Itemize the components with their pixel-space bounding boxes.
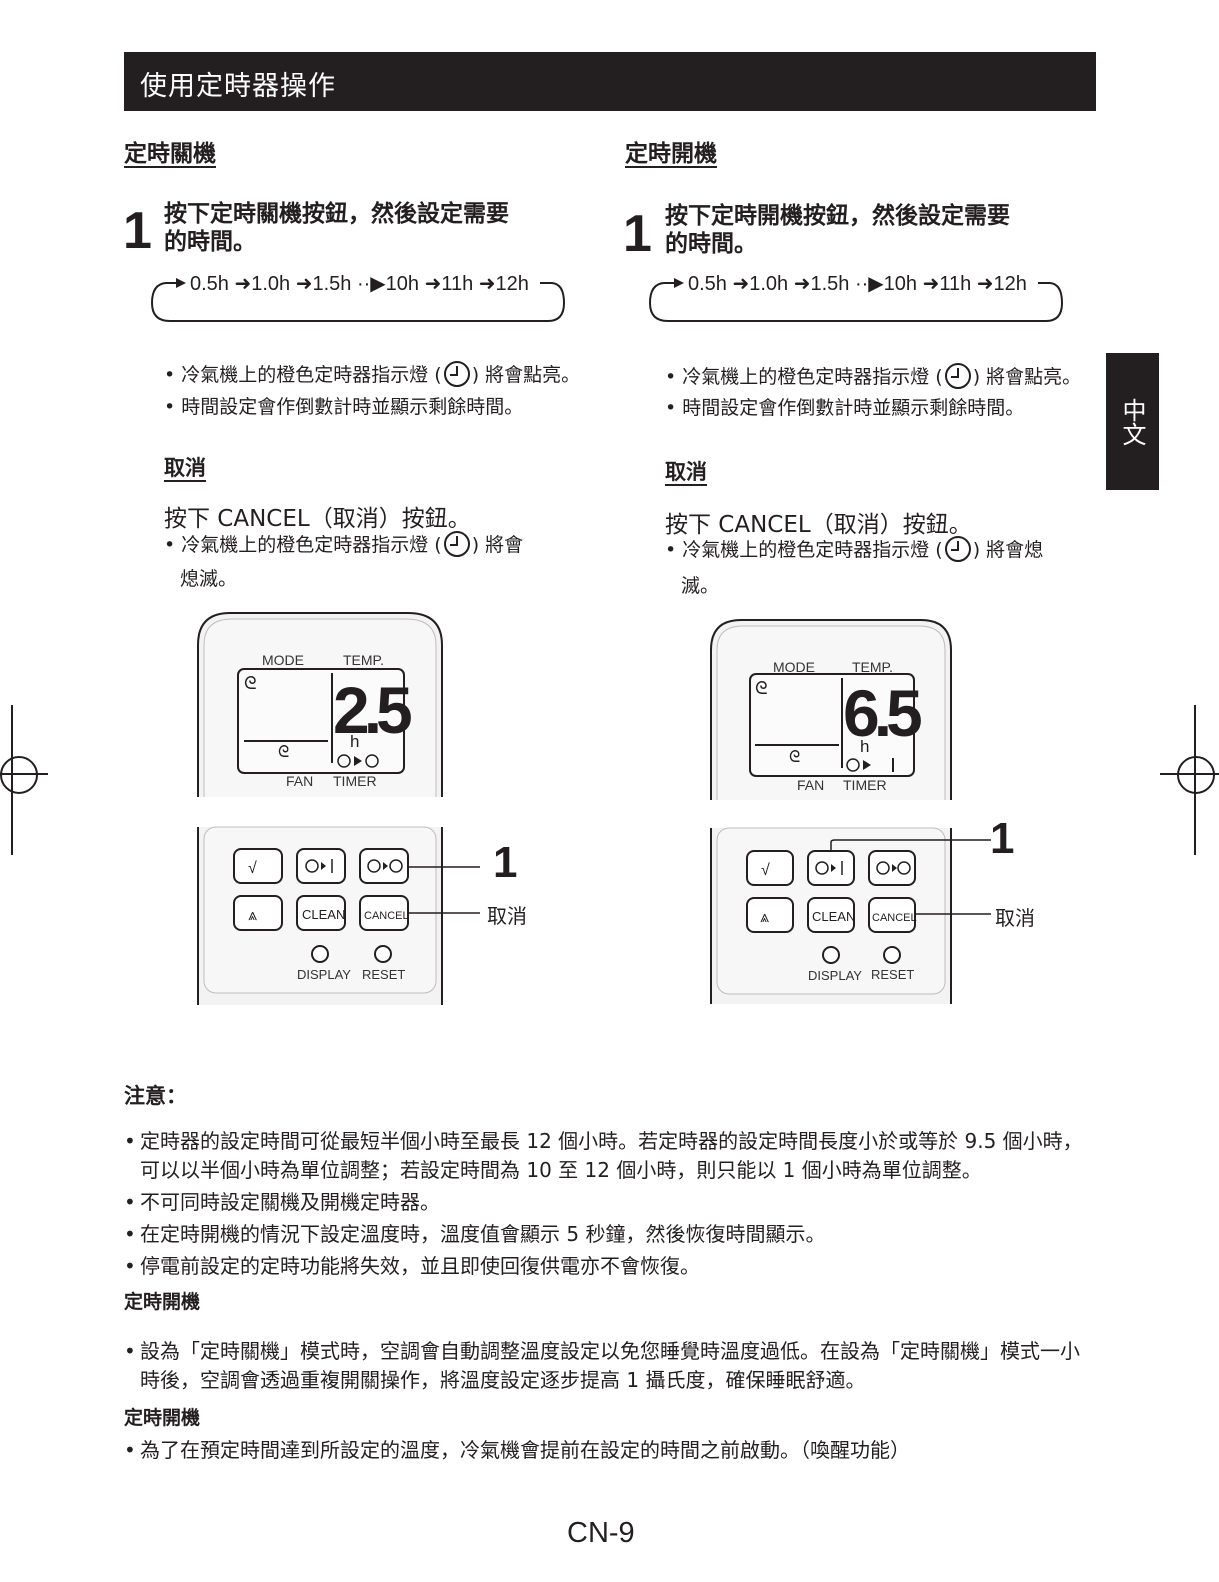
- remote-control-right: MODE TEMP. ᘓ ᘓ 6.5 h FAN TIMER √ ⩓ CLEAN…: [707, 619, 991, 1004]
- step-line-1: 按下定時開機按鈕，然後設定需要: [665, 203, 1010, 229]
- hour-unit: h: [350, 732, 359, 751]
- clean-button-label: CLEAN: [302, 907, 345, 922]
- countdown-note: 時間設定會作倒數計時並顯示剩餘時間。: [164, 392, 523, 422]
- timer-clock-icon: [443, 361, 470, 387]
- mode-label: MODE: [773, 659, 815, 675]
- cancel-indicator-note: 冷氣機上的橙色定時器指示燈 () 將會熄: [665, 535, 1043, 565]
- cancel-note-cont: 滅。: [681, 575, 720, 597]
- temp-label: TEMP.: [852, 659, 893, 675]
- note-item: •為了在預定時間達到所設定的溫度，冷氣機會提前在設定的時間之前啟動。（喚醒功能）: [124, 1438, 910, 1462]
- cancel-button-label: CANCEL: [872, 912, 917, 924]
- remote-control-left: MODE TEMP. ᘓ ᘓ 2.5 h FAN TIMER √ ⩓ CLEAN…: [194, 612, 480, 1005]
- language-tab: 中文: [1106, 353, 1159, 490]
- reset-button-label: RESET: [871, 967, 914, 982]
- note-item: •停電前設定的定時功能將失效，並且即使回復供電亦不會恢復。: [124, 1254, 700, 1278]
- cancel-title: 取消: [665, 460, 707, 484]
- svg-text:ᘓ: ᘓ: [278, 744, 289, 761]
- note-item: •設為「定時關機」模式時，空調會自動調整溫度設定以免您睡覺時溫度過低。在設為「定…: [124, 1339, 1080, 1392]
- timer-on-title: 定時開機: [625, 141, 717, 167]
- svg-text:⩓: ⩓: [760, 909, 769, 926]
- timer-label: TIMER: [333, 773, 377, 789]
- note-item: •在定時開機的情況下設定溫度時，溫度值會顯示 5 秒鐘，然後恢復時間顯示。: [124, 1222, 826, 1246]
- cancel-instruction: 按下 CANCEL（取消）按鈕。: [164, 506, 471, 532]
- notes-list: •定時器的設定時間可從最短半個小時至最長 12 個小時。若定時器的設定時間長度小…: [124, 1127, 1084, 1281]
- cancel-button-label: CANCEL: [364, 910, 409, 922]
- display-button-label: DISPLAY: [808, 968, 862, 983]
- note-item: •定時器的設定時間可從最短半個小時至最長 12 個小時。若定時器的設定時間長度小…: [124, 1129, 1083, 1182]
- cancel-indicator-note: 冷氣機上的橙色定時器指示燈 () 將會: [164, 530, 523, 560]
- countdown-note: 時間設定會作倒數計時並顯示剩餘時間。: [665, 393, 1024, 423]
- timer-sequence-loop: [648, 278, 1064, 322]
- step-line-2: 的時間。: [665, 231, 757, 257]
- indicator-note: 冷氣機上的橙色定時器指示燈 () 將會點亮。: [665, 362, 1081, 392]
- timer-sequence: 0.5h ➜1.0h ➜1.5h ··▶10h ➜11h ➜12h: [688, 273, 1027, 295]
- callout-cancel: 取消: [487, 904, 527, 928]
- svg-text:√: √: [761, 862, 770, 879]
- header-bar: 使用定時器操作: [124, 52, 1096, 111]
- step-line-1: 按下定時關機按鈕，然後設定需要: [164, 201, 509, 227]
- svg-text:⩓: ⩓: [248, 907, 257, 924]
- timer-label: TIMER: [843, 777, 887, 793]
- clean-button-label: CLEAN: [812, 909, 855, 924]
- registration-circle-right: [1177, 756, 1215, 794]
- step-instruction: 按下定時關機按鈕，然後設定需要 的時間。: [164, 200, 509, 256]
- registration-circle-left: [0, 756, 38, 794]
- timer-on-subtitle-2: 定時開機: [124, 1407, 201, 1429]
- timer-clock-icon: [944, 536, 971, 562]
- callout-number: 1: [493, 838, 518, 887]
- display-value: 2.5: [333, 673, 411, 747]
- timer-sequence-loop: [150, 278, 566, 322]
- step-instruction: 按下定時開機按鈕，然後設定需要 的時間。: [665, 202, 1010, 258]
- svg-text:ᘓ: ᘓ: [789, 749, 800, 766]
- display-value: 6.5: [843, 676, 921, 750]
- cancel-title: 取消: [164, 456, 206, 480]
- notes-title: 注意：: [124, 1084, 187, 1108]
- note-item: •不可同時設定關機及開機定時器。: [124, 1190, 440, 1214]
- timer-off-title: 定時關機: [124, 141, 216, 167]
- display-button-label: DISPLAY: [297, 967, 351, 982]
- cancel-instruction: 按下 CANCEL（取消）按鈕。: [665, 512, 972, 538]
- step-line-2: 的時間。: [164, 229, 256, 255]
- callout-number: 1: [990, 814, 1015, 863]
- timer-on-subtitle: 定時開機: [124, 1291, 201, 1313]
- svg-text:√: √: [248, 860, 257, 877]
- page-title: 使用定時器操作: [140, 71, 336, 102]
- step-number: 1: [123, 202, 152, 260]
- step-number: 1: [623, 205, 652, 263]
- callout-cancel: 取消: [995, 906, 1035, 930]
- fan-label: FAN: [286, 773, 313, 789]
- timer-clock-icon: [944, 363, 971, 389]
- indicator-note: 冷氣機上的橙色定時器指示燈 () 將會點亮。: [164, 360, 580, 390]
- svg-text:ᘓ: ᘓ: [755, 678, 768, 698]
- fan-label: FAN: [797, 777, 824, 793]
- page-number: CN-9: [567, 1517, 635, 1549]
- hour-unit: h: [860, 737, 869, 756]
- mode-label: MODE: [262, 652, 304, 668]
- temp-label: TEMP.: [343, 652, 384, 668]
- cancel-note-cont: 熄滅。: [180, 568, 238, 590]
- reset-button-label: RESET: [362, 967, 405, 982]
- timer-sequence: 0.5h ➜1.0h ➜1.5h ··▶10h ➜11h ➜12h: [190, 273, 529, 295]
- timer-clock-icon: [443, 531, 470, 557]
- svg-text:ᘓ: ᘓ: [244, 673, 257, 693]
